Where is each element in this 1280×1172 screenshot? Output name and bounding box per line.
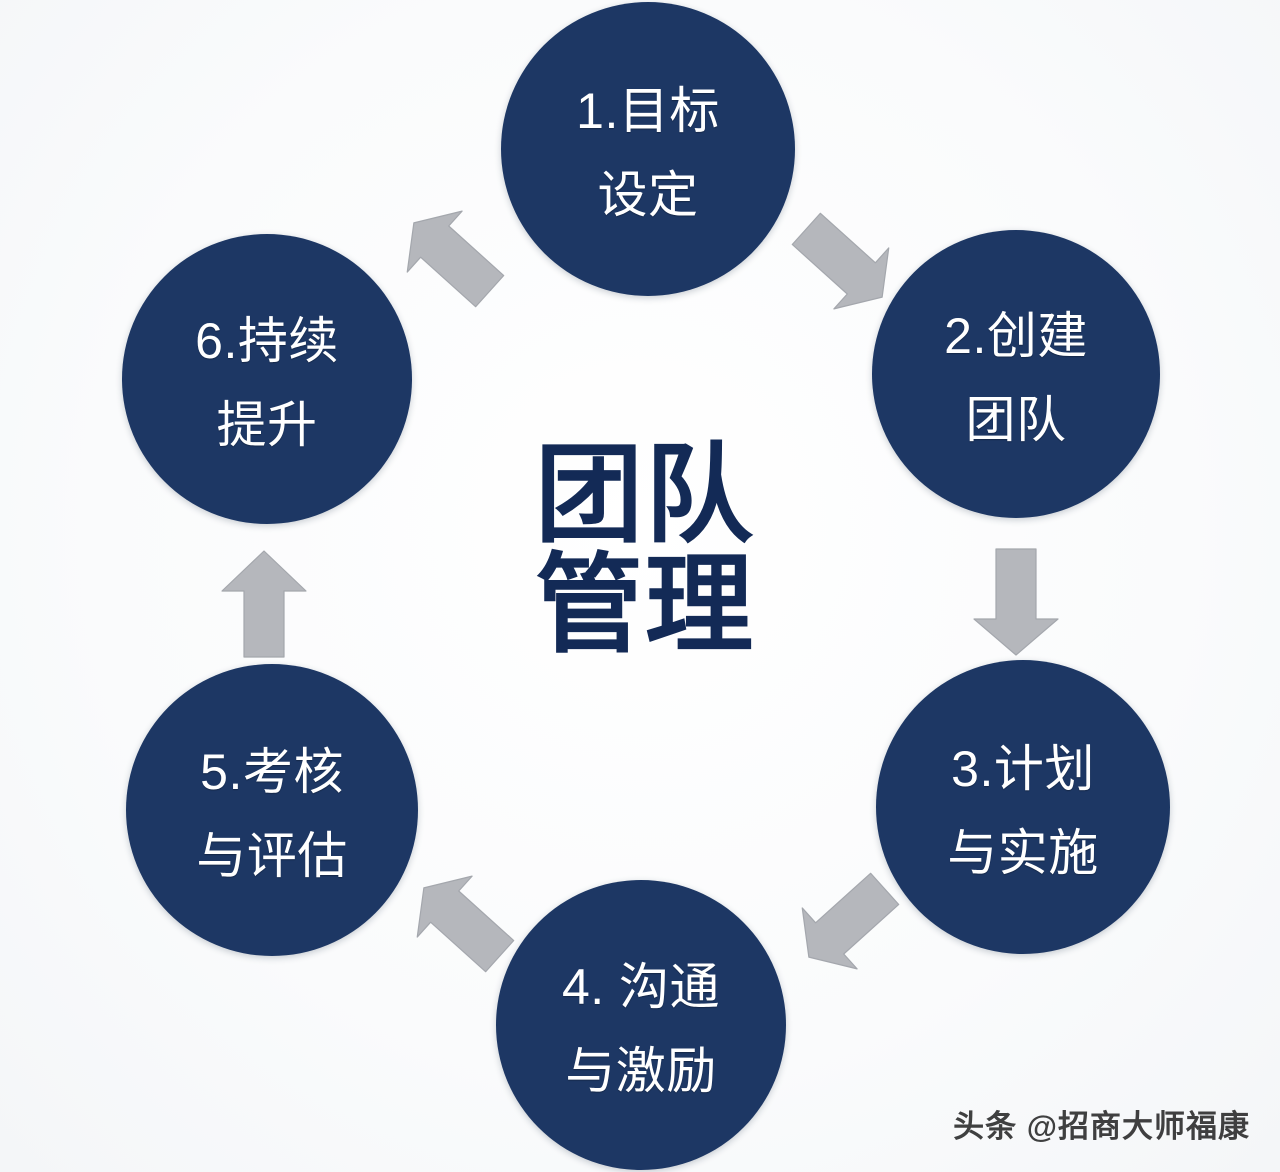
arrow-step3-to-step4-icon (790, 865, 908, 977)
step-circle-3[interactable]: 3.计划 与实施 (876, 660, 1170, 954)
step-circle-1[interactable]: 1.目标 设定 (501, 2, 795, 296)
step-circle-4[interactable]: 4. 沟通 与激励 (496, 880, 786, 1170)
center-title-line-2: 管理 (534, 544, 755, 666)
arrow-step6-to-step1-icon (395, 203, 513, 315)
step-circle-6[interactable]: 6.持续 提升 (122, 234, 412, 524)
arrow-step1-to-step2-icon (783, 205, 901, 317)
step-3-line-2: 与实施 (947, 825, 1099, 881)
step-6-line-1: 6.持续 (195, 313, 339, 369)
arrow-step2-to-step3-icon (960, 543, 1072, 659)
center-title: 团队 管理 (470, 434, 820, 666)
arrow-step4-to-step5-icon (405, 868, 523, 980)
center-title-line-1: 团队 (534, 434, 755, 555)
step-circle-5[interactable]: 5.考核 与评估 (126, 664, 418, 956)
step-5-line-1: 5.考核 (200, 744, 344, 800)
step-4-line-2: 与激励 (565, 1043, 717, 1099)
step-5-line-2: 与评估 (196, 828, 348, 884)
step-6-line-2: 提升 (216, 397, 318, 453)
step-3-line-1: 3.计划 (951, 741, 1095, 797)
step-circle-2[interactable]: 2.创建 团队 (872, 230, 1160, 518)
step-2-line-2: 团队 (965, 392, 1067, 448)
arrow-step5-to-step6-icon (208, 545, 320, 661)
step-4-line-1: 4. 沟通 (561, 959, 721, 1015)
watermark-text: 头条 @招商大师福康 (953, 1109, 1250, 1144)
step-1-line-1: 1.目标 (576, 83, 720, 139)
step-1-line-2: 设定 (597, 167, 699, 223)
step-2-line-1: 2.创建 (944, 308, 1088, 364)
